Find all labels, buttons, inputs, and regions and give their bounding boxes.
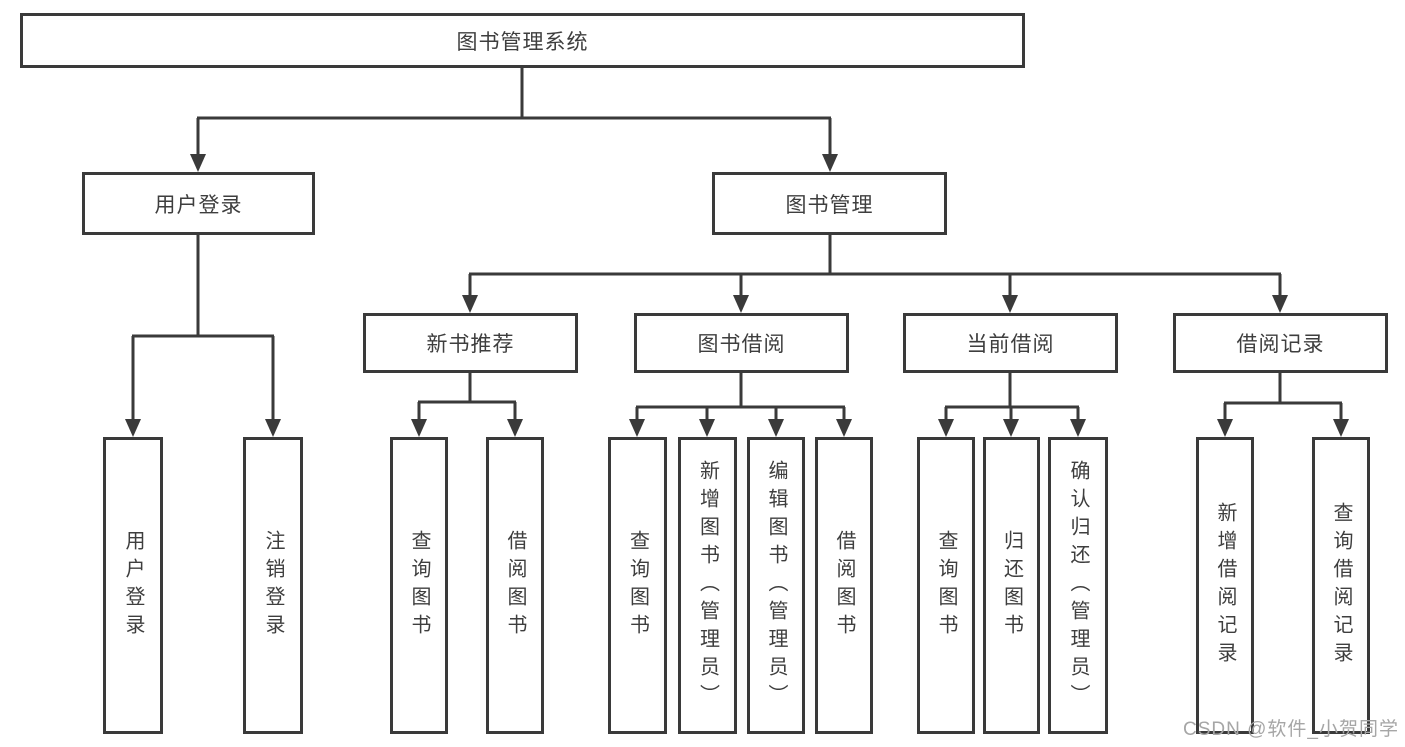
connector-book-borrow xyxy=(635,373,846,421)
node-label: 当前借阅 xyxy=(966,333,1055,356)
leaf-label: 编辑图书（管理员） xyxy=(765,459,787,712)
node-label: 用户登录 xyxy=(154,193,243,217)
leaf-label: 注销登录 xyxy=(262,529,284,642)
leaf-user-login: 用户登录 xyxy=(103,437,163,734)
leaf-label: 归还图书 xyxy=(1000,529,1023,642)
node-current-borrow: 当前借阅 xyxy=(903,313,1118,373)
leaf-label: 借阅图书 xyxy=(833,529,855,642)
watermark: CSDN @软件_小贺同学 xyxy=(1183,719,1399,740)
connector-current-borrow xyxy=(944,373,1080,421)
node-label: 新书推荐 xyxy=(426,333,515,356)
leaf-query-books-current: 查询图书 xyxy=(917,437,975,734)
arrowheads xyxy=(125,154,1349,437)
node-book-management: 图书管理 xyxy=(712,172,947,235)
leaf-label: 查询图书 xyxy=(626,529,649,642)
node-user-login: 用户登录 xyxy=(82,172,315,235)
leaf-query-books-recommend: 查询图书 xyxy=(390,437,448,734)
leaf-add-borrow-record: 新增借阅记录 xyxy=(1196,437,1254,734)
leaf-edit-books-admin: 编辑图书（管理员） xyxy=(747,437,805,734)
leaf-label: 用户登录 xyxy=(122,529,144,642)
leaf-label: 新增图书（管理员） xyxy=(696,459,719,712)
connector-book-management xyxy=(468,235,1282,297)
connector-root xyxy=(196,68,832,156)
leaf-add-books-admin: 新增图书（管理员） xyxy=(678,437,737,734)
node-book-borrow: 图书借阅 xyxy=(634,313,849,373)
leaf-query-books-borrow: 查询图书 xyxy=(608,437,667,734)
node-label: 借阅记录 xyxy=(1236,333,1325,356)
leaf-label: 新增借阅记录 xyxy=(1214,501,1236,670)
leaf-confirm-return-admin: 确认归还（管理员） xyxy=(1048,437,1108,734)
leaf-label: 查询图书 xyxy=(935,529,957,642)
node-root: 图书管理系统 xyxy=(20,13,1025,68)
connector-user-login xyxy=(131,235,275,421)
node-borrow-records: 借阅记录 xyxy=(1173,313,1388,373)
leaf-label: 查询图书 xyxy=(408,529,430,642)
connector-borrow-records xyxy=(1223,373,1343,421)
connector-new-book xyxy=(417,373,517,421)
node-new-book-recommend: 新书推荐 xyxy=(363,313,578,373)
node-label: 图书管理系统 xyxy=(456,30,589,54)
leaf-logout: 注销登录 xyxy=(243,437,303,734)
leaf-label: 查询借阅记录 xyxy=(1330,501,1352,670)
leaf-return-books: 归还图书 xyxy=(983,437,1040,734)
node-label: 图书借阅 xyxy=(697,333,786,356)
leaf-borrow-books-recommend: 借阅图书 xyxy=(486,437,544,734)
leaf-borrow-books: 借阅图书 xyxy=(815,437,873,734)
leaf-query-borrow-record: 查询借阅记录 xyxy=(1312,437,1370,734)
node-label: 图书管理 xyxy=(785,193,874,217)
leaf-label: 确认归还（管理员） xyxy=(1067,459,1089,712)
leaf-label: 借阅图书 xyxy=(504,529,526,642)
